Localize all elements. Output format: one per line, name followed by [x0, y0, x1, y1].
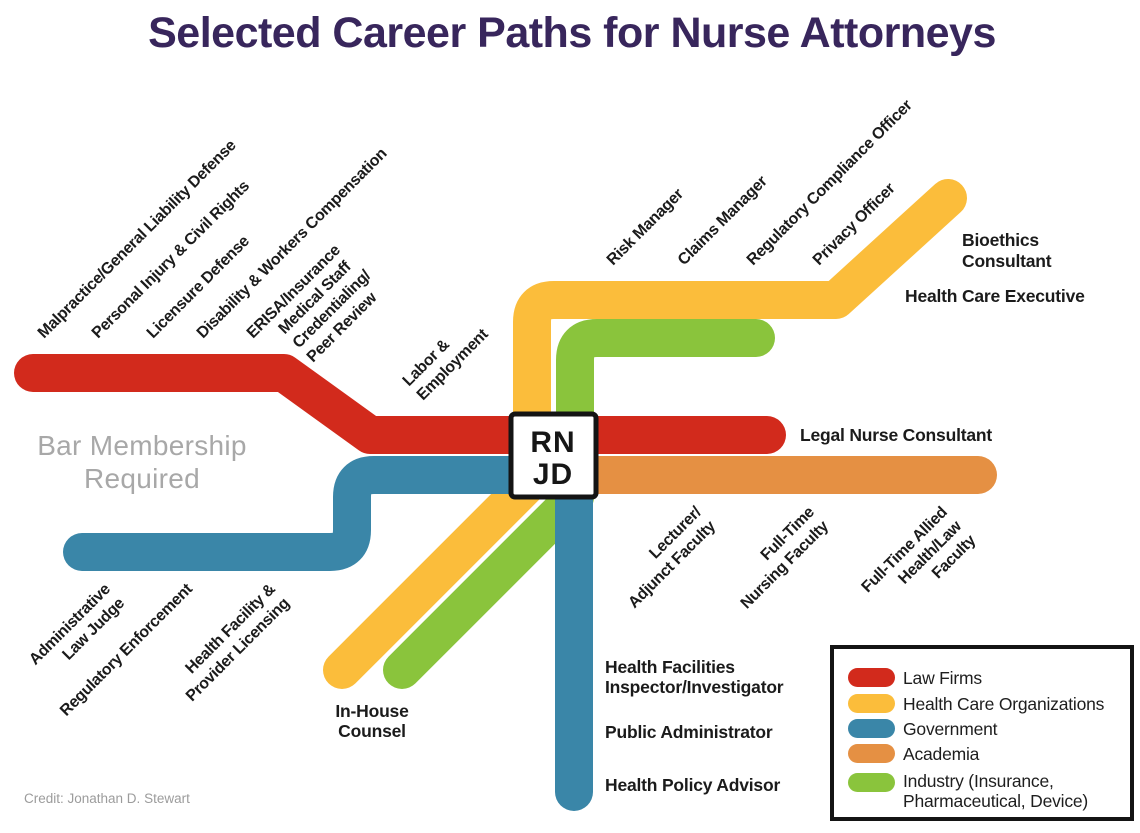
label-fulltime-nursing-faculty: Full-TimeNursing Faculty	[723, 504, 832, 613]
line-industry	[383, 319, 775, 689]
line-government	[63, 456, 593, 811]
labels-academia: Lecturer/Adjunct Faculty Full-TimeNursin…	[611, 503, 980, 624]
label-health-care-executive: Health Care Executive	[905, 286, 1085, 306]
line-health-care-orgs	[323, 179, 967, 689]
page-title: Selected Career Paths for Nurse Attorney…	[148, 9, 996, 57]
legend-label-industry: Industry (Insurance,Pharmaceutical, Devi…	[903, 771, 1088, 811]
label-malpractice: Malpractice/General Liability Defense	[35, 137, 240, 342]
legend-swatch-law-firms	[848, 668, 895, 687]
hub-box	[508, 411, 599, 500]
line-law-firms	[14, 354, 786, 454]
legend-swatch-industry	[848, 773, 895, 792]
credit-text: Credit: Jonathan D. Stewart	[24, 791, 190, 806]
labels-government-left: AdministrativeLaw Judge Regulatory Enfor…	[26, 580, 293, 719]
legend-label-academia: Academia	[903, 744, 980, 764]
legend-swatch-health-care-orgs	[848, 694, 895, 713]
legend: Law Firms Health Care Organizations Gove…	[830, 645, 1134, 821]
label-public-administrator: Public Administrator	[605, 722, 773, 742]
labels-health-care-orgs: Risk Manager Claims Manager Regulatory C…	[604, 97, 916, 269]
label-legal-nurse-consultant: Legal Nurse Consultant	[800, 425, 992, 445]
label-health-policy-advisor: Health Policy Advisor	[605, 775, 780, 795]
legend-label-law-firms: Law Firms	[903, 668, 982, 688]
label-lecturer-adjunct: Lecturer/Adjunct Faculty	[611, 503, 719, 611]
legend-swatch-government	[848, 719, 895, 738]
label-medical-staff-credentialing: Medical StaffCredentialing/Peer Review	[276, 252, 389, 365]
legend-label-government: Government	[903, 719, 998, 739]
legend-swatch-academia	[848, 744, 895, 763]
label-labor-employment: Labor &Employment	[400, 311, 493, 404]
legend-label-health-care-orgs: Health Care Organizations	[903, 694, 1105, 714]
label-fulltime-allied-faculty: Full-Time AlliedHealth/LawFaculty	[859, 503, 980, 624]
